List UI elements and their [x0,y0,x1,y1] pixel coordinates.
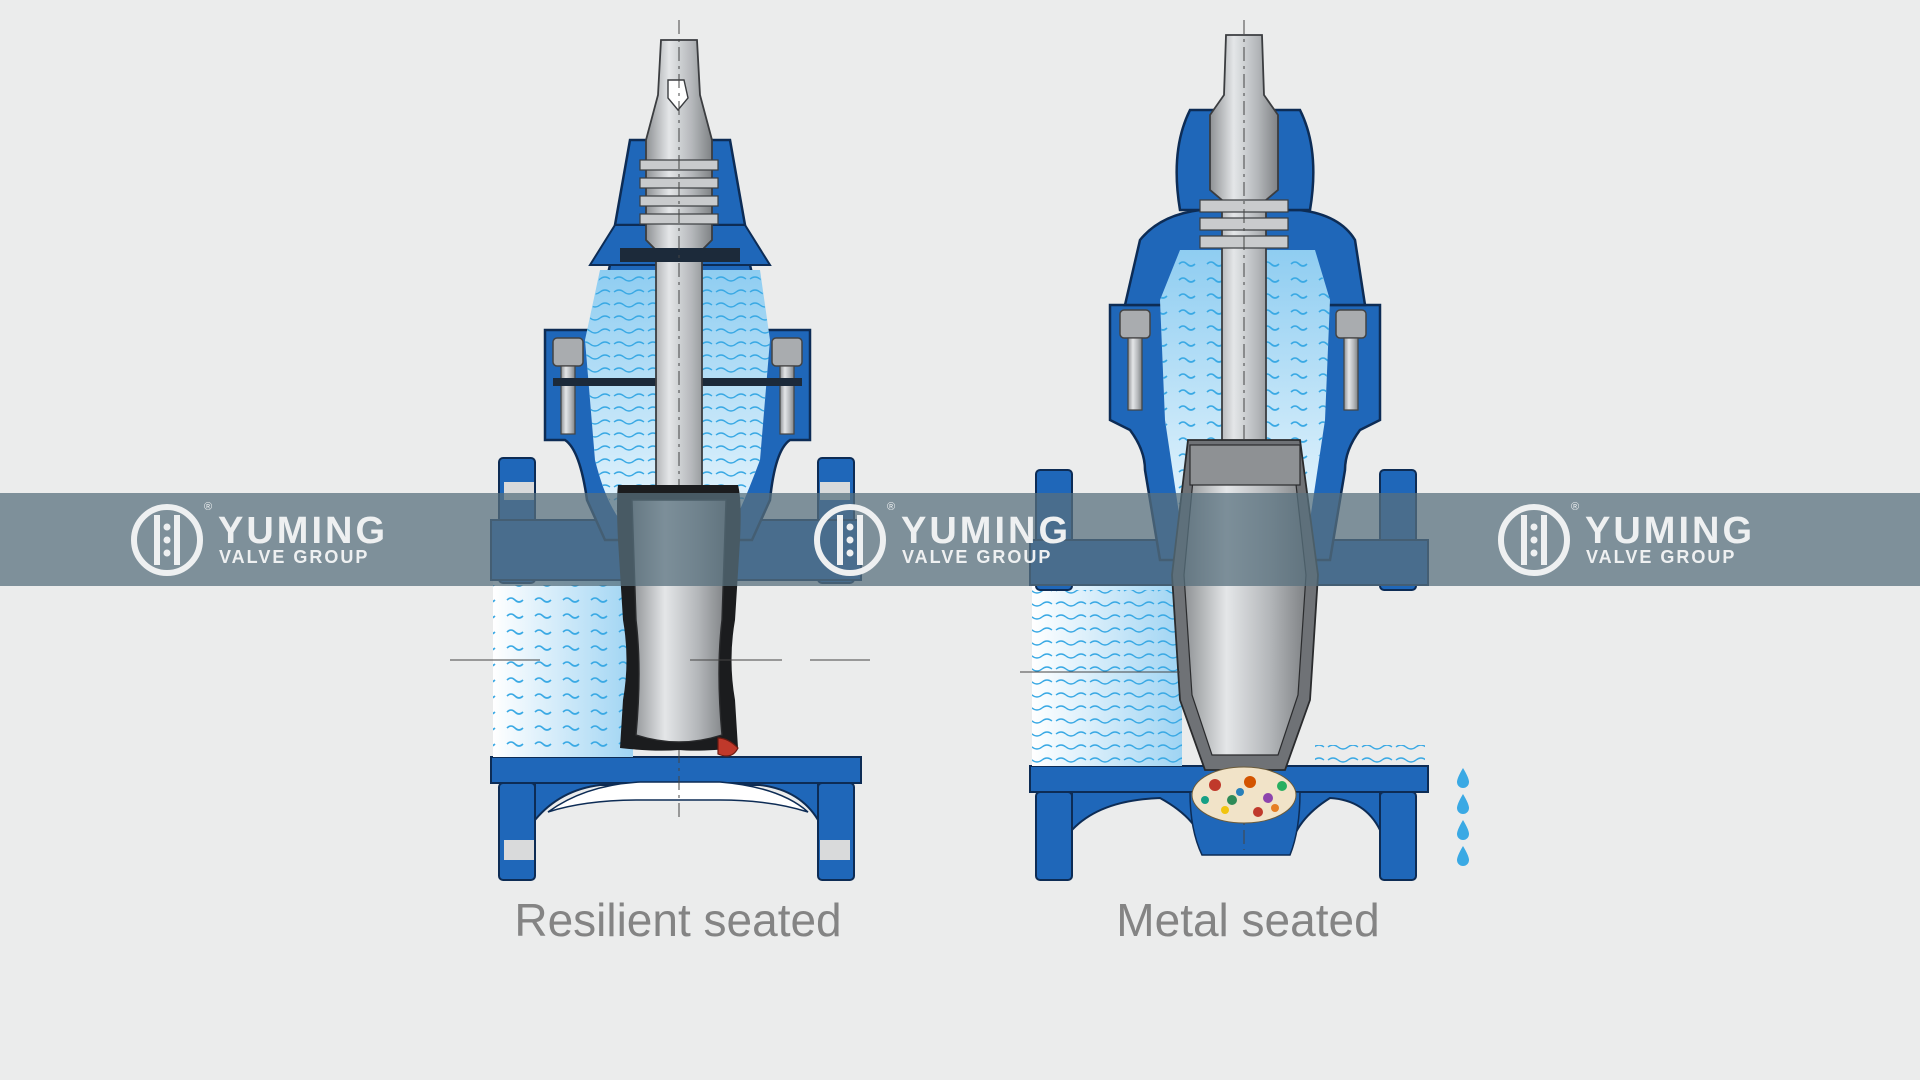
resilient-seated-caption: Resilient seated [514,894,842,946]
water-drop-icon [1457,768,1469,866]
watermark-subtitle: VALVE GROUP [1586,547,1737,567]
yuming-logo-icon [1498,504,1570,576]
registered-mark: ® [204,501,213,513]
watermark-brand: YUMING [901,510,1071,552]
watermark-brand: YUMING [1585,510,1755,552]
yuming-logo-icon [131,504,203,576]
watermark-logo: ® YUMING VALVE GROUP [130,493,430,586]
left-valve-stem [620,20,740,820]
watermark-brand: YUMING [218,510,388,552]
right-valve-wedge [1171,439,1319,771]
registered-mark: ® [887,501,896,513]
yuming-logo-icon [814,504,886,576]
left-valve-bottom-body [490,756,862,881]
debris-in-seat [1191,766,1297,824]
resilient-seated-valve [490,20,862,881]
right-valve-bolts [1119,309,1367,411]
watermark-band [0,493,1920,586]
watermark-logo: ® YUMING VALVE GROUP [813,493,1113,586]
watermark-logo: ® YUMING VALVE GROUP [1497,493,1797,586]
center-lines [450,659,1180,673]
registered-mark: ® [1571,501,1580,513]
metal-seated-valve [1029,20,1469,881]
metal-seated-caption: Metal seated [1116,894,1380,946]
watermark-subtitle: VALVE GROUP [902,547,1053,567]
watermark-subtitle: VALVE GROUP [219,547,370,567]
